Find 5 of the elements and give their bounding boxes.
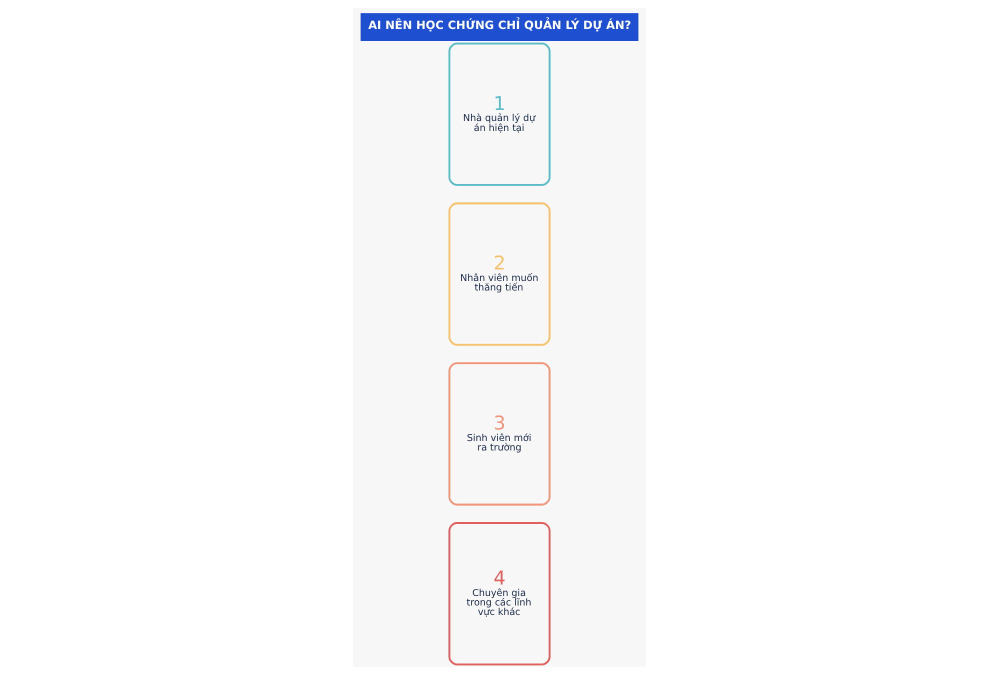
node-box: 3 Sinh viên mới ra trường: [448, 362, 551, 506]
node-box: 4 Chuyên gia trong các lĩnh vực khác: [448, 522, 551, 666]
node-box: 1 Nhà quản lý dự án hiện tại: [448, 42, 551, 186]
node-box: 2 Nhân viên muốn thăng tiến: [448, 202, 551, 346]
diagram-title: AI NÊN HỌC CHỨNG CHỈ QUẢN LÝ DỰ ÁN?: [368, 18, 632, 32]
